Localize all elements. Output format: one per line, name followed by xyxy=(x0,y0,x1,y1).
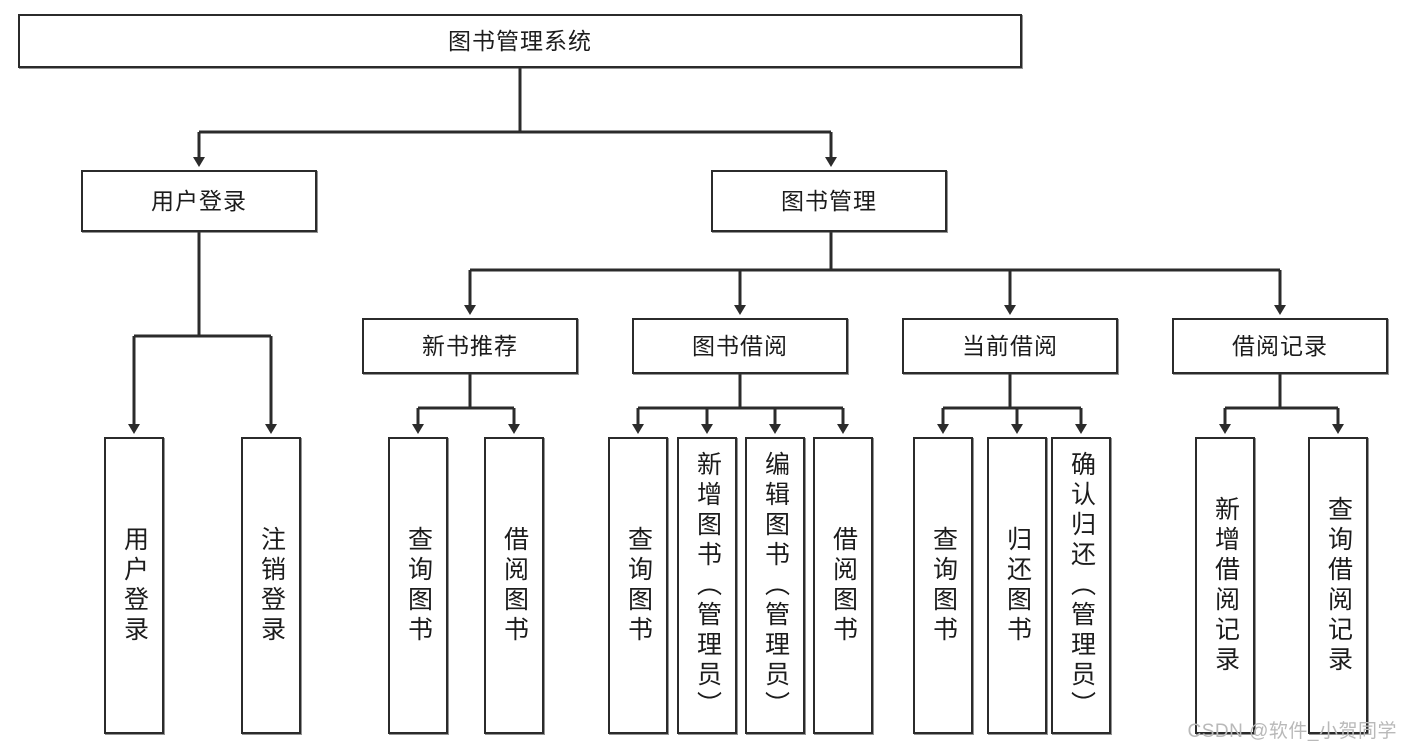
node-current-borrow[interactable]: 当前借阅 xyxy=(902,318,1118,374)
node-leaf-confirm-return-admin[interactable]: 确认归还（管理员） xyxy=(1051,437,1111,734)
node-current-borrow-label: 当前借阅 xyxy=(962,332,1058,359)
node-leaf-edit-book-admin[interactable]: 编辑图书（管理员） xyxy=(745,437,805,734)
node-leaf-borrow-book-2-label: 借阅图书 xyxy=(829,525,858,646)
node-leaf-query-book-2-label: 查询图书 xyxy=(624,525,653,646)
node-book-borrow-label: 图书借阅 xyxy=(692,332,788,359)
node-leaf-confirm-return-admin-label: 确认归还（管理员） xyxy=(1067,450,1096,721)
node-leaf-query-book-3[interactable]: 查询图书 xyxy=(913,437,973,734)
node-leaf-add-borrow-record[interactable]: 新增借阅记录 xyxy=(1195,437,1255,734)
node-leaf-query-book-1-label: 查询图书 xyxy=(404,525,433,646)
node-leaf-borrow-book-1[interactable]: 借阅图书 xyxy=(484,437,544,734)
node-book-borrow[interactable]: 图书借阅 xyxy=(632,318,848,374)
node-leaf-borrow-book-1-label: 借阅图书 xyxy=(500,525,529,646)
node-leaf-edit-book-admin-label: 编辑图书（管理员） xyxy=(761,450,790,721)
node-leaf-query-book-1[interactable]: 查询图书 xyxy=(388,437,448,734)
watermark: CSDN @软件_小贺同学 xyxy=(1187,721,1397,742)
node-borrow-record-label: 借阅记录 xyxy=(1232,332,1328,359)
node-leaf-query-book-3-label: 查询图书 xyxy=(929,525,958,646)
node-leaf-query-borrow-record[interactable]: 查询借阅记录 xyxy=(1308,437,1368,734)
node-leaf-add-book-admin-label: 新增图书（管理员） xyxy=(693,450,722,721)
node-book-management-label: 图书管理 xyxy=(781,187,877,214)
node-root-label: 图书管理系统 xyxy=(448,27,592,54)
node-leaf-query-book-2[interactable]: 查询图书 xyxy=(608,437,668,734)
node-leaf-add-book-admin[interactable]: 新增图书（管理员） xyxy=(677,437,737,734)
node-book-management[interactable]: 图书管理 xyxy=(711,170,947,232)
node-new-book-recommend-label: 新书推荐 xyxy=(422,332,518,359)
node-leaf-return-book-label: 归还图书 xyxy=(1003,525,1032,646)
node-root[interactable]: 图书管理系统 xyxy=(18,14,1022,68)
node-new-book-recommend[interactable]: 新书推荐 xyxy=(362,318,578,374)
node-leaf-user-logout[interactable]: 注销登录 xyxy=(241,437,301,734)
node-user-login[interactable]: 用户登录 xyxy=(81,170,317,232)
node-leaf-return-book[interactable]: 归还图书 xyxy=(987,437,1047,734)
node-leaf-user-login[interactable]: 用户登录 xyxy=(104,437,164,734)
node-leaf-borrow-book-2[interactable]: 借阅图书 xyxy=(813,437,873,734)
node-leaf-user-logout-label: 注销登录 xyxy=(257,525,286,646)
node-leaf-query-borrow-record-label: 查询借阅记录 xyxy=(1324,495,1353,676)
node-user-login-label: 用户登录 xyxy=(151,187,247,214)
node-borrow-record[interactable]: 借阅记录 xyxy=(1172,318,1388,374)
node-leaf-add-borrow-record-label: 新增借阅记录 xyxy=(1211,495,1240,676)
node-leaf-user-login-label: 用户登录 xyxy=(120,525,149,646)
